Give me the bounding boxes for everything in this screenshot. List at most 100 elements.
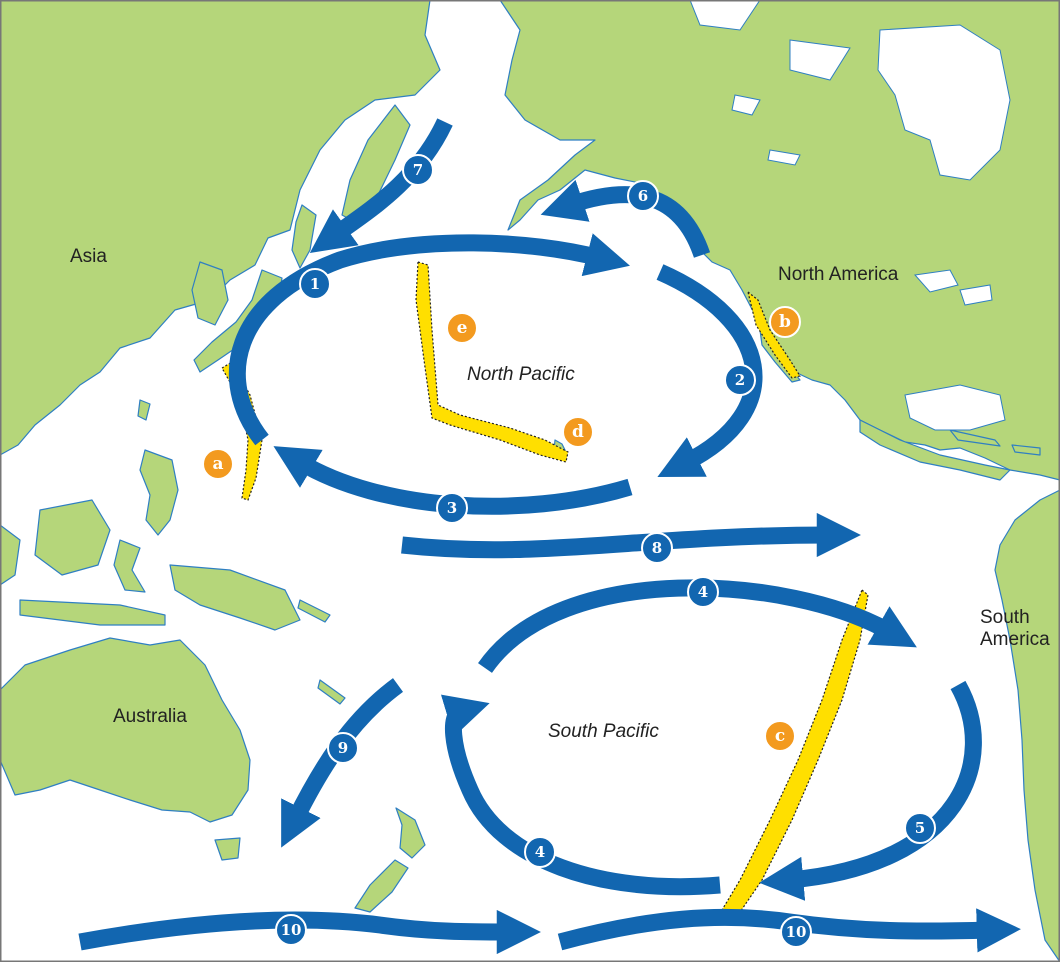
- gulf-of-mexico: [904, 384, 1006, 431]
- label-north-america: North America: [778, 264, 899, 285]
- lakes: [689, 0, 1011, 431]
- current-marker-7-text: 7: [413, 161, 423, 179]
- current-marker-1-circle: [299, 268, 331, 300]
- current-marker-9-text: 9: [338, 739, 348, 757]
- current-marker-4-text: 4: [698, 583, 708, 601]
- philippines: [139, 449, 179, 536]
- current-marker-7-circle: [402, 154, 434, 186]
- feature-marker-d-text: d: [572, 422, 584, 442]
- label-asia: Asia: [70, 246, 107, 267]
- great-slave-lake: [767, 149, 801, 166]
- feature-markers: a b c d e: [202, 306, 801, 752]
- great-lakes-2: [959, 284, 993, 306]
- current-marker-10-circle: [780, 916, 812, 948]
- label-north-pacific: North Pacific: [467, 364, 575, 385]
- sumatra: [0, 524, 21, 586]
- current-1-kuroshio: [228, 233, 630, 446]
- feature-marker-e: e: [446, 312, 478, 344]
- label-south-america-2: America: [980, 629, 1050, 650]
- new-caledonia: [317, 679, 346, 705]
- feature-marker-d-circle: [562, 416, 594, 448]
- new-guinea: [169, 564, 301, 631]
- current-marker-4-circle: [687, 576, 719, 608]
- feature-marker-b-text: b: [779, 312, 791, 332]
- tasmania: [214, 837, 241, 861]
- sulawesi: [113, 539, 146, 593]
- cuba: [949, 429, 1001, 447]
- great-bear-lake: [731, 94, 761, 116]
- current-marker-8: 8: [641, 532, 673, 564]
- new-zealand-north: [395, 807, 426, 859]
- taiwan: [137, 399, 151, 421]
- feature-marker-e-text: e: [457, 318, 468, 338]
- current-8-counter: [401, 512, 861, 559]
- region-labels: Asia North America South America Austral…: [70, 246, 1050, 742]
- australia-land: [0, 637, 251, 823]
- current-marker-3-circle: [436, 492, 468, 524]
- current-marker-1: 1: [299, 268, 331, 300]
- current-2-california: [656, 264, 763, 477]
- current-marker-8-text: 8: [652, 539, 662, 557]
- current-marker-6: 6: [627, 180, 659, 212]
- borneo: [34, 499, 111, 576]
- feature-marker-b: b: [769, 306, 801, 338]
- java-chain: [19, 599, 166, 626]
- current-marker-5: 5: [904, 812, 936, 844]
- current-marker-10-text: 10: [786, 923, 807, 941]
- zone-b: [747, 290, 801, 379]
- current-marker-9: 9: [327, 732, 359, 764]
- south-america-land: [994, 489, 1060, 962]
- hispaniola: [1011, 444, 1041, 456]
- current-marker-5-circle: [904, 812, 936, 844]
- feature-marker-d: d: [562, 416, 594, 448]
- great-lakes-1: [914, 269, 959, 293]
- feature-marker-a-text: a: [212, 454, 223, 474]
- zone-de: [415, 261, 569, 463]
- current-marker-3: 3: [436, 492, 468, 524]
- feature-marker-c-text: c: [775, 726, 785, 746]
- feature-marker-a: a: [202, 448, 234, 480]
- arctic-channel-2: [789, 39, 851, 81]
- current-marker-9-circle: [327, 732, 359, 764]
- current-marker-3-text: 3: [447, 499, 457, 517]
- hudson-bay: [877, 24, 1011, 181]
- current-4b-east-australian: [440, 694, 721, 896]
- current-marker-4-text: 4: [535, 843, 545, 861]
- currents: [78, 118, 1021, 955]
- current-marker-10: 10: [780, 916, 812, 948]
- current-marker-4: 4: [524, 836, 556, 868]
- current-marker-10: 10: [275, 914, 307, 946]
- current-marker-2: 2: [724, 364, 756, 396]
- central-america: [859, 419, 1011, 481]
- label-south-pacific: South Pacific: [548, 721, 659, 742]
- current-4-south-equatorial: [478, 579, 917, 673]
- current-marker-6-text: 6: [638, 187, 648, 205]
- feature-marker-e-circle: [446, 312, 478, 344]
- current-marker-4: 4: [687, 576, 719, 608]
- feature-marker-c-circle: [764, 720, 796, 752]
- asia-land: [0, 0, 441, 456]
- label-australia: Australia: [113, 706, 187, 727]
- current-marker-1-text: 1: [310, 275, 320, 293]
- arctic-channel-1: [689, 0, 761, 31]
- current-marker-4-circle: [524, 836, 556, 868]
- solomon-islands: [297, 599, 331, 623]
- label-south-america-1: South: [980, 607, 1030, 628]
- current-5-humboldt: [759, 680, 982, 901]
- current-marker-6-circle: [627, 180, 659, 212]
- current-markers: 1 2 3 4 4 5 6 7 8 9 10 10: [275, 154, 936, 948]
- current-10-west: [78, 909, 541, 955]
- current-7-oyashio: [309, 118, 453, 253]
- feature-marker-b-circle: [769, 306, 801, 338]
- current-marker-2-circle: [724, 364, 756, 396]
- current-marker-2-text: 2: [735, 371, 745, 389]
- new-zealand-south: [354, 859, 409, 913]
- feature-marker-a-circle: [202, 448, 234, 480]
- feature-marker-c: c: [764, 720, 796, 752]
- current-marker-10-circle: [275, 914, 307, 946]
- current-marker-5-text: 5: [915, 819, 925, 837]
- current-marker-7: 7: [402, 154, 434, 186]
